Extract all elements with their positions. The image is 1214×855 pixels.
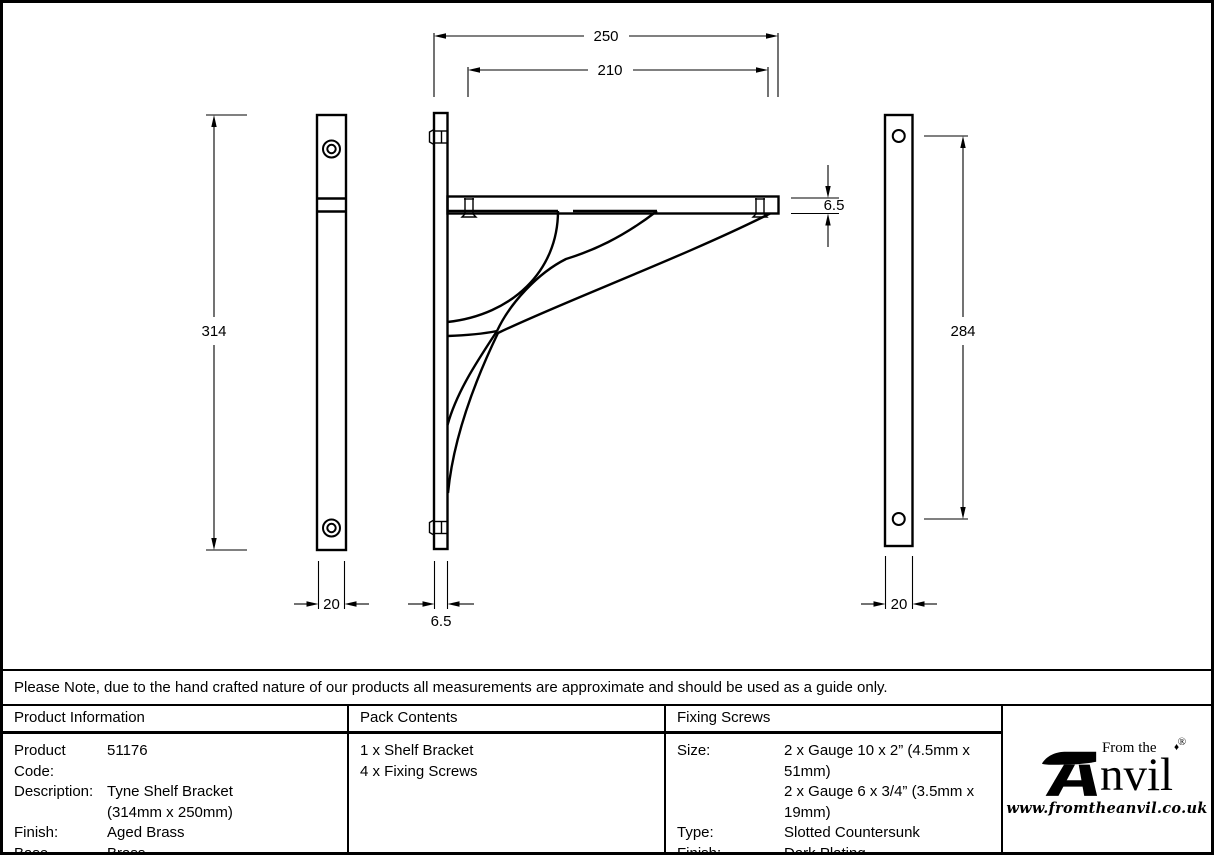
fixing-screws-section: Fixing Screws Size: 2 x Gauge 10 x 2” (4…	[666, 706, 1003, 852]
dim-label-284: 284	[950, 323, 975, 340]
dimension-284: 284	[924, 135, 976, 520]
dim-label-6-5-upright: 6.5	[431, 613, 452, 630]
row-value: Aged Brass	[107, 824, 185, 841]
dimension-20-left: 20	[294, 561, 369, 613]
row-value: 51176	[107, 742, 148, 759]
dimension-314: 314	[201, 114, 247, 551]
row-label: Finish:	[14, 824, 59, 841]
screw-mark-upright-top	[428, 128, 448, 146]
plain-hole-bottom	[891, 512, 906, 526]
spec-table: Please Note, due to the hand crafted nat…	[3, 669, 1211, 852]
product-information-section: Product Information Product Code: 51176 …	[3, 706, 349, 852]
side-view-left	[315, 113, 348, 552]
logo-name: nvil	[1099, 749, 1174, 802]
table-row: Base Material: Brass	[14, 844, 347, 855]
row-label: Finish:	[677, 844, 722, 855]
screw-mark-arm-left	[460, 198, 478, 218]
dim-label-250: 250	[593, 28, 618, 45]
row-label: Size:	[677, 742, 711, 759]
brand-cell: From the ♦nvil ® www.fromtheanvil.co.uk	[1003, 706, 1211, 852]
from-the-anvil-logo: From the ♦nvil ® www.fromtheanvil.co.uk	[1006, 737, 1208, 817]
brand-url: www.fromtheanvil.co.uk	[1006, 799, 1208, 817]
dimension-6-5-upright: 6.5	[408, 561, 474, 630]
diamond-icon: ♦	[1173, 742, 1180, 754]
dimension-20-right: 20	[861, 556, 937, 613]
dim-label-314: 314	[201, 323, 226, 340]
table-row: Size: 2 x Gauge 10 x 2” (4.5mm x 51mm) 2…	[677, 741, 1001, 823]
table-row: Finish: Dark Plating	[677, 844, 1001, 855]
dim-label-210: 210	[597, 62, 622, 79]
dimension-6-5-arm: 6.5	[791, 165, 844, 247]
row-value: Slotted Countersunk	[784, 824, 920, 841]
row-label: Description:	[14, 783, 94, 800]
table-row: Finish: Aged Brass	[14, 823, 347, 844]
pack-contents-header: Pack Contents	[349, 706, 664, 734]
note-text: Please Note, due to the hand crafted nat…	[14, 679, 888, 696]
row-label: Product Code:	[14, 742, 66, 780]
pack-item: 4 x Fixing Screws	[360, 762, 478, 780]
technical-drawing: 314 250 210 6.5	[201, 28, 976, 630]
dim-label-6-5-arm: 6.5	[824, 197, 845, 214]
registered-mark: ®	[1177, 736, 1187, 749]
dim-label-20-right: 20	[891, 596, 908, 613]
pack-contents-section: Pack Contents 1 x Shelf Bracket 4 x Fixi…	[349, 706, 666, 852]
anvil-a-icon	[1041, 751, 1098, 796]
product-information-header: Product Information	[3, 706, 347, 734]
screw-mark-arm-right	[751, 198, 769, 218]
fixing-screws-header: Fixing Screws	[666, 706, 1001, 734]
row-value: Brass	[107, 844, 146, 855]
row-label: Type:	[677, 824, 714, 841]
row-value: 2 x Gauge 10 x 2” (4.5mm x 51mm) 2 x Gau…	[784, 742, 975, 821]
row-value: Dark Plating	[784, 844, 866, 855]
logo-prefix: From the	[1101, 740, 1157, 757]
row-label: Base Material:	[14, 844, 49, 855]
countersunk-hole-bottom	[322, 518, 341, 538]
curved-web	[446, 209, 771, 494]
dimension-250: 250	[433, 28, 779, 97]
side-view-right	[883, 113, 914, 548]
front-view	[428, 111, 780, 551]
pack-item: 1 x Shelf Bracket	[360, 742, 474, 759]
table-row: Description: Tyne Shelf Bracket (314mm x…	[14, 782, 347, 823]
table-row: Product Code: 51176	[14, 741, 347, 782]
plain-hole-top	[891, 129, 906, 143]
dimension-210: 210	[467, 62, 769, 97]
countersunk-hole-top	[322, 139, 341, 159]
table-row: Type: Slotted Countersunk	[677, 823, 1001, 844]
dim-label-20-left: 20	[323, 596, 340, 613]
row-value: Tyne Shelf Bracket (314mm x 250mm)	[107, 783, 233, 821]
screw-mark-upright-bottom	[428, 519, 448, 536]
measurement-note: Please Note, due to the hand crafted nat…	[3, 671, 1211, 706]
